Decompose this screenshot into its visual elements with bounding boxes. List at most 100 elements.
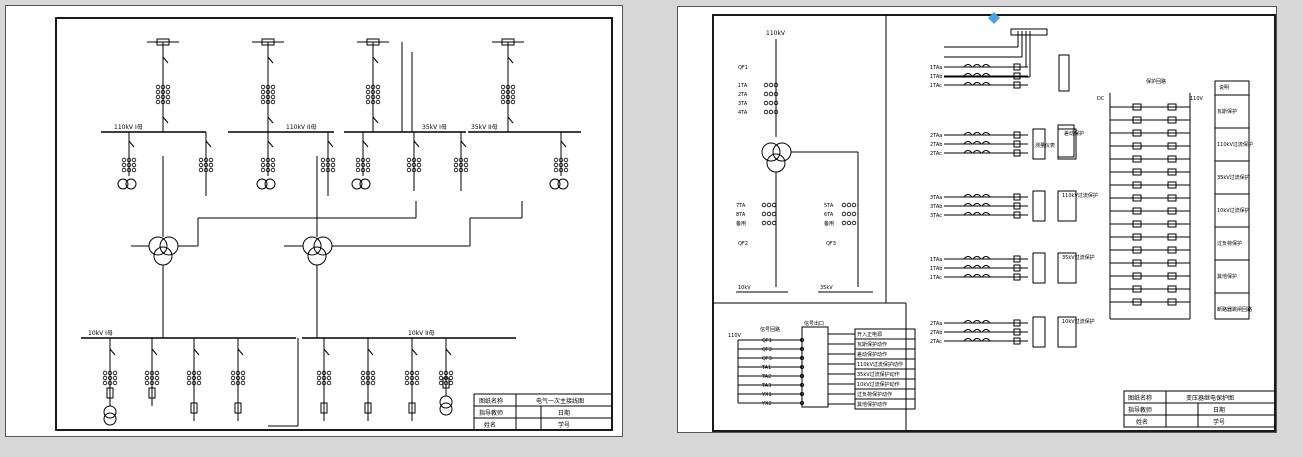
ct-coil xyxy=(972,150,982,154)
ct-coil xyxy=(773,82,779,88)
ct-side-label: 1TAa xyxy=(930,65,942,71)
pin-marker-icon xyxy=(988,12,1000,24)
ct-coil xyxy=(409,380,415,386)
ct-coil xyxy=(963,203,973,207)
ct-coil xyxy=(208,157,214,163)
ct-coil xyxy=(963,212,973,216)
ct-label: 4TA xyxy=(738,110,748,116)
ct-side-label: 1TAb xyxy=(930,266,942,272)
ctrl-circuit-title: 保护回路 xyxy=(1146,78,1166,85)
ct-coil xyxy=(841,202,847,208)
ct-coil xyxy=(365,370,371,376)
ct-coil xyxy=(160,89,166,95)
voltage-35-label: 35kV xyxy=(820,285,833,291)
switch xyxy=(323,348,330,356)
ct-coil xyxy=(458,157,464,163)
ct-label: 3TA xyxy=(738,101,748,107)
ct-coil xyxy=(375,89,381,95)
terminal xyxy=(800,383,804,387)
bus-label-110-2: 110kV II母 xyxy=(286,124,316,131)
ct-coil xyxy=(370,370,376,376)
ct-coil xyxy=(230,380,236,386)
switch xyxy=(237,348,244,356)
ct-coil xyxy=(458,162,464,168)
relay-contact xyxy=(1132,259,1142,267)
relay-coil xyxy=(1013,273,1021,281)
ct-coil xyxy=(972,212,982,216)
ct-coil xyxy=(766,220,772,226)
ct-coil xyxy=(370,380,376,386)
relay-coil xyxy=(1013,140,1021,148)
ct-side-label: 2TAc xyxy=(930,339,942,345)
fuse xyxy=(442,377,450,389)
title-name-label: 姓名 xyxy=(484,421,496,429)
ct-coil xyxy=(235,380,241,386)
ct-coil xyxy=(438,375,444,381)
ct-coil xyxy=(112,375,118,381)
differential-box xyxy=(1057,124,1075,158)
relay-coil xyxy=(1167,272,1177,280)
ct-side-label: 1TAb xyxy=(930,74,942,80)
ct-coil xyxy=(981,73,991,77)
ct-coil xyxy=(191,370,197,376)
ct-coil xyxy=(510,84,516,90)
ct-coil xyxy=(325,162,331,168)
fuse xyxy=(364,402,372,414)
signal-item: 10kV过流保护动作 xyxy=(857,381,900,388)
switch xyxy=(362,140,369,148)
ct-coil xyxy=(320,162,326,168)
fuse xyxy=(320,402,328,414)
ct-coil xyxy=(851,202,857,208)
ct-coil xyxy=(370,375,376,381)
ct-coil xyxy=(240,370,246,376)
ct-coil xyxy=(260,157,266,163)
ct-coil xyxy=(981,194,991,198)
ct-coil xyxy=(414,370,420,376)
switch xyxy=(411,348,418,356)
fuse xyxy=(190,402,198,414)
ct-coil xyxy=(260,84,266,90)
ct-coil xyxy=(453,167,459,173)
signal-item: 开入正电源 xyxy=(857,331,882,338)
relay-contact xyxy=(1132,168,1142,176)
aux-transformer xyxy=(557,178,569,190)
relay-coil xyxy=(1167,246,1177,254)
ct-coil xyxy=(463,157,469,163)
ct-coil xyxy=(160,99,166,105)
ct-coil xyxy=(963,141,973,145)
ct-side-label: 1TAc xyxy=(930,83,942,89)
signal-item: 35kV过流保护动作 xyxy=(857,371,900,378)
ct-coil xyxy=(149,380,155,386)
ct-coil xyxy=(406,157,412,163)
ct-coil xyxy=(463,162,469,168)
ct-coil xyxy=(510,99,516,105)
ct-coil xyxy=(316,370,322,376)
relay-contact xyxy=(1132,116,1142,124)
ct-coil xyxy=(165,99,171,105)
ct-coil xyxy=(126,167,132,173)
ct-coil xyxy=(270,157,276,163)
ct-coil xyxy=(270,167,276,173)
relay-coil xyxy=(1013,81,1021,89)
relay-coil xyxy=(1167,259,1177,267)
title-drawing-name-value: 电气一次主接线图 xyxy=(536,397,584,405)
ct-coil xyxy=(165,94,171,100)
ct-coil xyxy=(846,211,852,217)
terminal xyxy=(800,338,804,342)
ct-coil xyxy=(155,94,161,100)
relay-coil xyxy=(1167,129,1177,137)
title-drawing-name-label: 图纸名称 xyxy=(479,397,503,405)
ct-coil xyxy=(154,375,160,381)
ct-side-label: 1TAa xyxy=(930,257,942,263)
ct-coil xyxy=(326,375,332,381)
relay-coil xyxy=(1013,211,1021,219)
ct-coil xyxy=(131,162,137,168)
ct-coil xyxy=(265,84,271,90)
ct-coil xyxy=(404,380,410,386)
ct-side-label: 3TAc xyxy=(930,213,942,219)
switch xyxy=(372,56,379,64)
ct-coil xyxy=(230,370,236,376)
signal-list: 开入正电源瓦斯保护动作差动保护动作110kV过流保护动作35kV过流保护动作10… xyxy=(828,328,916,410)
primary-wiring-drawing: 110kV I母 110kV II母 35kV I母 35kV II母 10kV… xyxy=(55,17,613,431)
ct-coil xyxy=(321,380,327,386)
